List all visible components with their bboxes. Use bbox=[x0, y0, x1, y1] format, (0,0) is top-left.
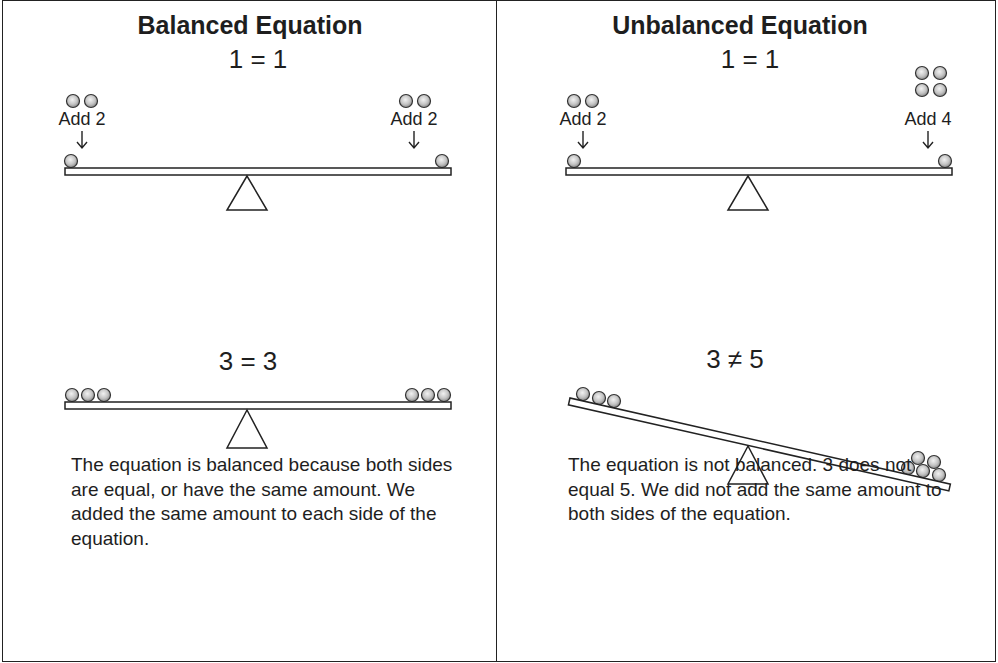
seesaw-plank bbox=[65, 168, 451, 175]
fulcrum-triangle bbox=[728, 176, 768, 210]
ball bbox=[438, 389, 451, 402]
panel-explanation: The equation is balanced because both si… bbox=[71, 453, 456, 552]
panel-heading: Balanced Equation bbox=[137, 9, 362, 42]
ball bbox=[436, 155, 449, 168]
ball bbox=[934, 84, 947, 97]
equation-text: 3 ≠ 5 bbox=[706, 344, 764, 375]
ball bbox=[67, 95, 80, 108]
ball bbox=[400, 95, 413, 108]
planks-and-fulcrums bbox=[65, 168, 952, 491]
seesaw-plank bbox=[566, 168, 952, 175]
ball bbox=[422, 389, 435, 402]
panel-explanation: The equation is not balanced. 3 does not… bbox=[568, 453, 956, 527]
ball bbox=[65, 155, 78, 168]
ball bbox=[586, 95, 599, 108]
ball bbox=[418, 95, 431, 108]
balls bbox=[65, 67, 952, 482]
ball bbox=[82, 389, 95, 402]
equation-panel: Unbalanced EquationThe equation is not b… bbox=[497, 0, 996, 662]
panel-heading: Unbalanced Equation bbox=[612, 9, 868, 42]
ball bbox=[98, 389, 111, 402]
ball bbox=[916, 67, 929, 80]
ball bbox=[939, 155, 952, 168]
fulcrum-triangle bbox=[227, 410, 267, 448]
ball bbox=[85, 95, 98, 108]
add-label: Add 2 bbox=[559, 109, 606, 131]
add-label: Add 4 bbox=[904, 109, 951, 131]
down-arrow bbox=[77, 131, 87, 148]
tilted-plank bbox=[568, 398, 950, 491]
ball bbox=[593, 392, 606, 405]
down-arrow bbox=[923, 131, 933, 148]
equation-text: 1 = 1 bbox=[229, 44, 288, 75]
down-arrow bbox=[578, 131, 588, 148]
ball bbox=[568, 155, 581, 168]
fulcrum-triangle bbox=[227, 176, 267, 210]
equation-text: 1 = 1 bbox=[721, 44, 780, 75]
ball bbox=[66, 389, 79, 402]
ball bbox=[917, 465, 930, 478]
add-label: Add 2 bbox=[58, 109, 105, 131]
ball bbox=[934, 67, 947, 80]
ball bbox=[608, 395, 621, 408]
ball bbox=[912, 452, 925, 465]
add-label: Add 2 bbox=[390, 109, 437, 131]
equation-text: 3 = 3 bbox=[219, 346, 278, 377]
down-arrow bbox=[409, 131, 419, 148]
ball bbox=[928, 456, 941, 469]
seesaw-plank bbox=[65, 402, 451, 409]
ball bbox=[916, 84, 929, 97]
ball bbox=[406, 389, 419, 402]
ball bbox=[577, 388, 590, 401]
equation-panel: Balanced EquationThe equation is balance… bbox=[2, 0, 497, 662]
down-arrows bbox=[77, 131, 933, 148]
ball bbox=[568, 95, 581, 108]
